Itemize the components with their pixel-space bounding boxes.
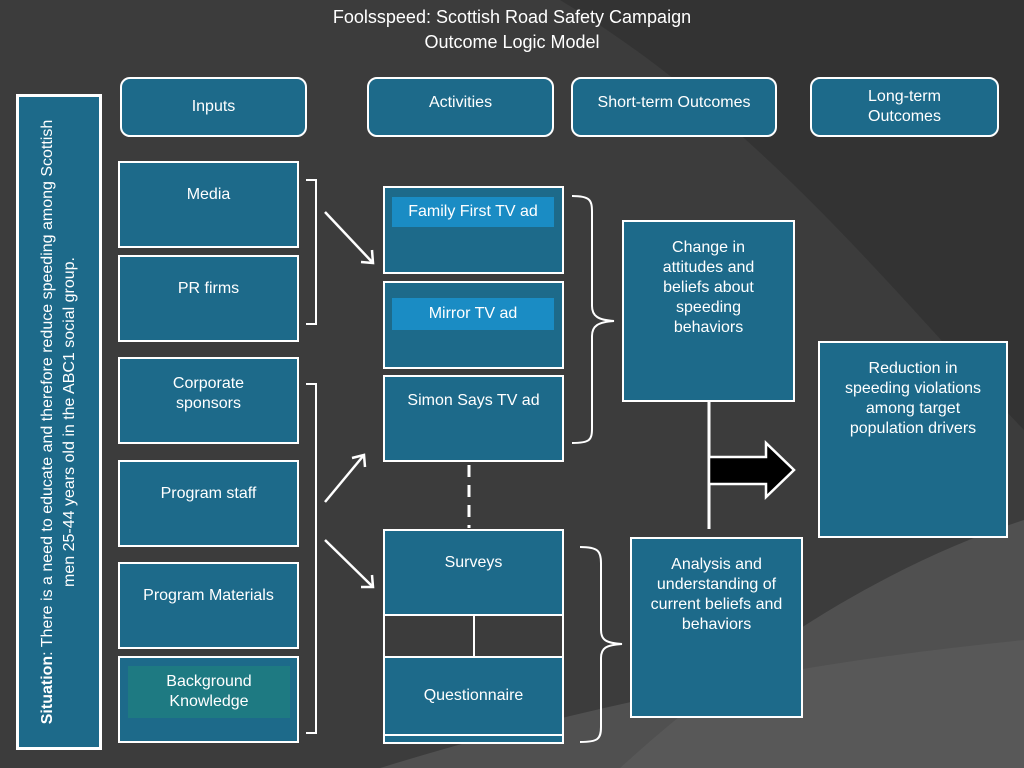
header-short-term-label: Short-term Outcomes — [597, 94, 751, 111]
big-right-arrow-icon — [707, 440, 796, 500]
outcome-change-attitudes: Change in attitudes and beliefs about sp… — [622, 220, 795, 402]
input-background-knowledge: Background Knowledge — [118, 656, 299, 743]
outcome-change-attitudes-label: Change in attitudes and beliefs about sp… — [662, 239, 755, 336]
input-corporate-sponsors-label: Corporate sponsors — [172, 375, 245, 412]
activity-family-first-label: Family First TV ad — [408, 203, 538, 220]
header-short-term: Short-term Outcomes — [571, 77, 777, 137]
arrow-icon — [324, 453, 367, 503]
activity-mirror-label: Mirror TV ad — [428, 305, 518, 322]
activity-mirror-label-bg: Mirror TV ad — [392, 298, 554, 330]
input-media-label: Media — [186, 186, 231, 203]
input-corporate-sponsors: Corporate sponsors — [118, 357, 299, 444]
activity-questionnaire: Questionnaire — [383, 656, 564, 736]
activity-simon-says: Simon Says TV ad — [383, 375, 564, 462]
activity-family-first: Family First TV ad — [383, 186, 564, 274]
outcome-analysis: Analysis and understanding of current be… — [630, 537, 803, 718]
input-media: Media — [118, 161, 299, 248]
input-background-knowledge-label: Background Knowledge — [166, 673, 252, 710]
activity-simon-says-label: Simon Says TV ad — [407, 392, 540, 409]
activity-surveys-label: Surveys — [444, 554, 503, 571]
page-subtitle: Outcome Logic Model — [424, 32, 600, 52]
situation-panel: Situation: There is a need to educate an… — [16, 94, 102, 750]
activities-lower-brace — [579, 546, 623, 743]
input-program-staff-label: Program staff — [160, 485, 257, 502]
activities-upper-brace — [571, 195, 615, 444]
input-background-knowledge-highlight: Background Knowledge — [128, 666, 290, 718]
input-pr-firms: PR firms — [118, 255, 299, 342]
outcome-reduction: Reduction in speeding violations among t… — [818, 341, 1008, 538]
arrow-icon — [324, 539, 375, 589]
activity-questionnaire-label: Questionnaire — [423, 687, 524, 704]
input-program-materials: Program Materials — [118, 562, 299, 649]
inputs-lower-brace — [306, 383, 317, 734]
outcome-reduction-label: Reduction in speeding violations among t… — [844, 360, 982, 437]
input-program-staff: Program staff — [118, 460, 299, 547]
input-pr-firms-label: PR firms — [177, 280, 240, 297]
header-inputs-label: Inputs — [191, 98, 236, 115]
outcome-analysis-label: Analysis and understanding of current be… — [650, 556, 783, 633]
page-title: Foolsspeed: Scottish Road Safety Campaig… — [332, 7, 692, 27]
inputs-upper-brace — [306, 179, 317, 325]
arrow-icon — [324, 211, 375, 265]
header-long-term-label: Long-term Outcomes — [868, 88, 941, 125]
header-activities-label: Activities — [428, 94, 493, 111]
input-program-materials-label: Program Materials — [143, 587, 274, 604]
header-activities: Activities — [367, 77, 554, 137]
header-inputs: Inputs — [120, 77, 307, 137]
activity-questionnaire-footer — [383, 734, 564, 744]
activity-family-first-label-bg: Family First TV ad — [392, 197, 554, 227]
activity-mirror: Mirror TV ad — [383, 281, 564, 369]
header-long-term: Long-term Outcomes — [810, 77, 999, 137]
